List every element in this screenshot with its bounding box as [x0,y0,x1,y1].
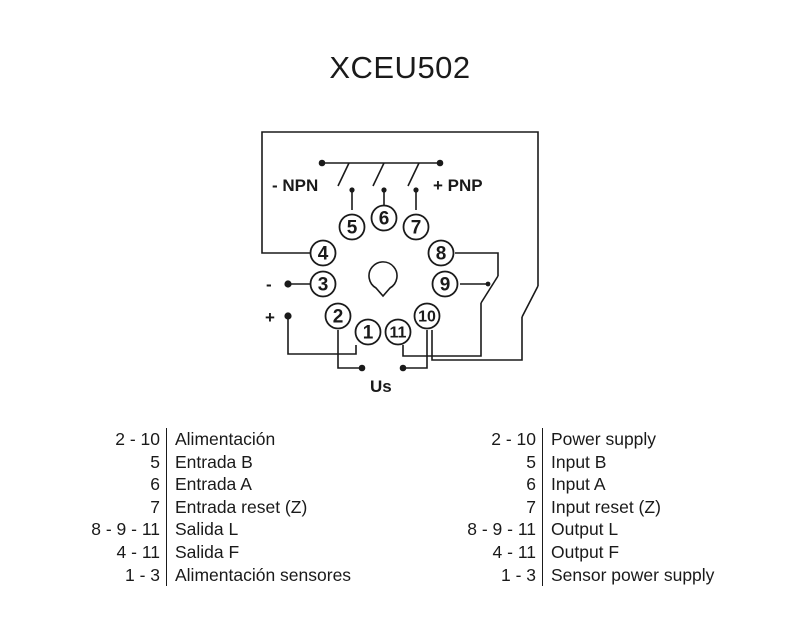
legend-pin-numbers: 5 [60,450,167,474]
pin-10: 10 [413,302,441,330]
pin-number-label: 5 [347,218,358,239]
legend-row: 5 Entrada B [60,450,351,474]
legend-pin-numbers: 4 - 11 [436,540,543,564]
legend-row: 5 Input B [436,450,714,474]
legend-row: 6 Entrada A [60,473,351,496]
legend-pin-numbers: 6 [436,473,543,496]
legend-row: 6 Input A [436,473,714,496]
legend-description: Alimentación sensores [175,564,352,585]
legend-description: Alimentación [175,429,276,449]
legend-description: Entrada reset (Z) [175,496,308,517]
legend-description: Input reset (Z) [551,496,661,517]
pin-number-label: 11 [390,325,407,342]
diagram-title: XCEU502 [329,50,471,85]
wiring-diagram: - NPN + PNP - + Us 1 2 3 4 5 6 7 8 9 10 … [261,131,539,396]
pin-2: 2 [324,302,352,330]
wire-pin8 [455,252,499,276]
legend-description: Salida F [175,541,240,562]
wire-plus-to-pin1 [287,316,357,355]
pin-9: 9 [431,270,459,298]
legend-pin-numbers: 8 - 9 - 11 [436,518,543,541]
pin-number-label: 9 [440,275,451,296]
legend-row: 1 - 3 Alimentación sensores [60,563,352,587]
legend-description: Entrada B [175,451,253,472]
legend-description: Power supply [551,429,657,449]
legend-row: 2 - 10 Alimentación [60,428,351,451]
pin-4: 4 [309,239,337,267]
wire-us-left [337,330,362,369]
legend-pin-numbers: 5 [436,450,543,474]
pin-3: 3 [309,270,337,298]
pin-number-label: 8 [436,244,447,265]
label-pnp: + PNP [433,176,483,195]
legend-pin-numbers: 4 - 11 [60,540,167,564]
legend-row: 2 - 10 Power supply [436,428,714,451]
label-us: Us [370,377,392,396]
legend-row: 1 - 3 Sensor power supply [436,563,715,587]
legend-row: 4 - 11 Output F [436,540,714,564]
legend-pin-numbers: 6 [60,473,167,496]
pin-1: 1 [354,318,382,346]
pin-number-label: 1 [363,323,374,344]
legend-pin-numbers: 1 - 3 [60,563,167,587]
pin-number-label: 2 [333,307,344,328]
pin-number-label: 7 [411,218,422,239]
switch-output-f [521,285,539,318]
switch-output-l [480,275,499,304]
legend-description: Salida L [175,519,239,540]
legend-description: Output F [551,541,620,562]
legend-pin-numbers: 7 [60,495,167,519]
legend-row: 8 - 9 - 11 Salida L [60,518,351,541]
legend-description: Input A [551,474,606,495]
wire-output-f-loop [261,131,539,286]
label-minus: - [266,275,272,294]
pin-11: 11 [384,318,412,346]
pin-7: 7 [402,213,430,241]
pin-5: 5 [338,213,366,241]
pin-number-label: 4 [318,244,329,265]
pin-8: 8 [427,239,455,267]
pin-number-label: 3 [318,275,329,296]
legend-spanish: 2 - 10 Alimentación 5 Entrada B 6 Entrada A… [60,428,352,587]
bus-dot-left [318,159,326,167]
legend-description: Input B [551,451,607,472]
legend-description: Output L [551,519,619,540]
legend-row: 7 Input reset (Z) [436,495,714,519]
pin-6: 6 [370,204,398,232]
socket-key [368,261,398,298]
legend-pin-numbers: 2 - 10 [436,428,543,451]
wire-us-right [403,330,428,369]
wire-output-f-return [431,317,523,361]
label-npn: - NPN [272,176,318,195]
legend-pin-numbers: 2 - 10 [60,428,167,451]
legend-description: Sensor power supply [551,564,715,585]
legend-row: 7 Entrada reset (Z) [60,495,351,519]
legend-english: 2 - 10 Power supply 5 Input B 6 Input A 7 In… [436,428,715,587]
pin-number-label: 10 [418,309,436,326]
legend-pin-numbers: 1 - 3 [436,563,543,587]
sensor-switches [337,162,420,210]
legend-pin-numbers: 8 - 9 - 11 [60,518,167,541]
pin-number-label: 6 [379,209,390,230]
legend-row: 4 - 11 Salida F [60,540,351,564]
wire-output-l-return [402,303,482,357]
legend-description: Entrada A [175,474,252,495]
label-plus: + [265,308,275,327]
bus-dot-right [436,159,444,167]
legend-row: 8 - 9 - 11 Output L [436,518,714,541]
legend-pin-numbers: 7 [436,495,543,519]
terminal-minus [284,280,292,288]
